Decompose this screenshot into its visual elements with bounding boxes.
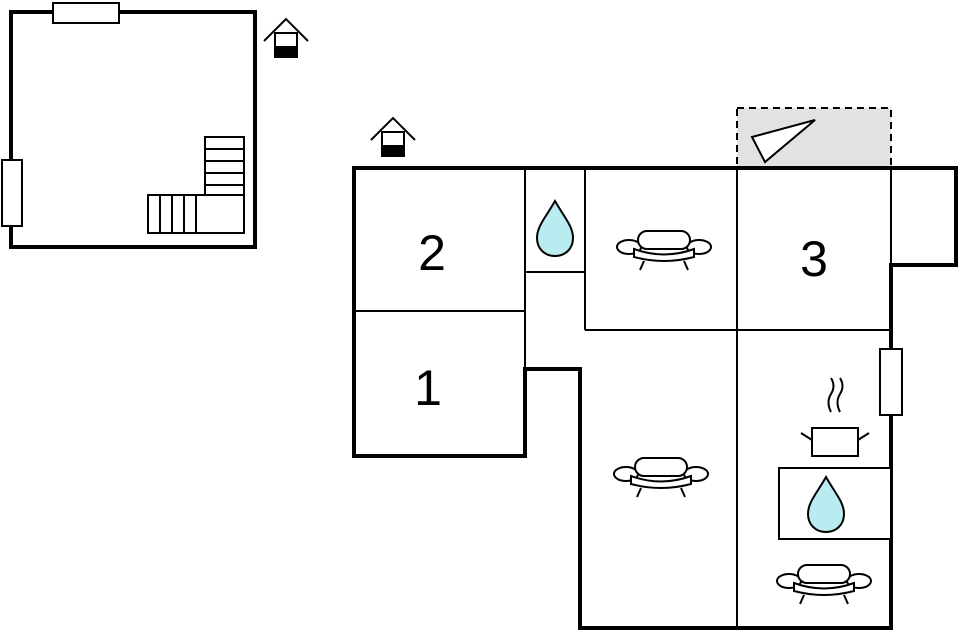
house-level-icon	[370, 117, 416, 157]
room-number-3: 3	[800, 231, 828, 287]
upper-floor	[1, 2, 309, 249]
staircase-icon	[147, 136, 245, 234]
room-number-2: 2	[418, 225, 446, 281]
house-level-icon	[263, 18, 309, 58]
window-marker	[879, 348, 903, 416]
terrace-triangle-icon	[750, 119, 816, 164]
room-number-1: 1	[414, 360, 442, 416]
cooking-pot-icon	[800, 377, 870, 457]
window-marker	[52, 2, 120, 24]
ground-floor: 2 1 3	[352, 107, 958, 630]
interior-walls	[354, 168, 892, 628]
window-marker	[1, 159, 23, 227]
